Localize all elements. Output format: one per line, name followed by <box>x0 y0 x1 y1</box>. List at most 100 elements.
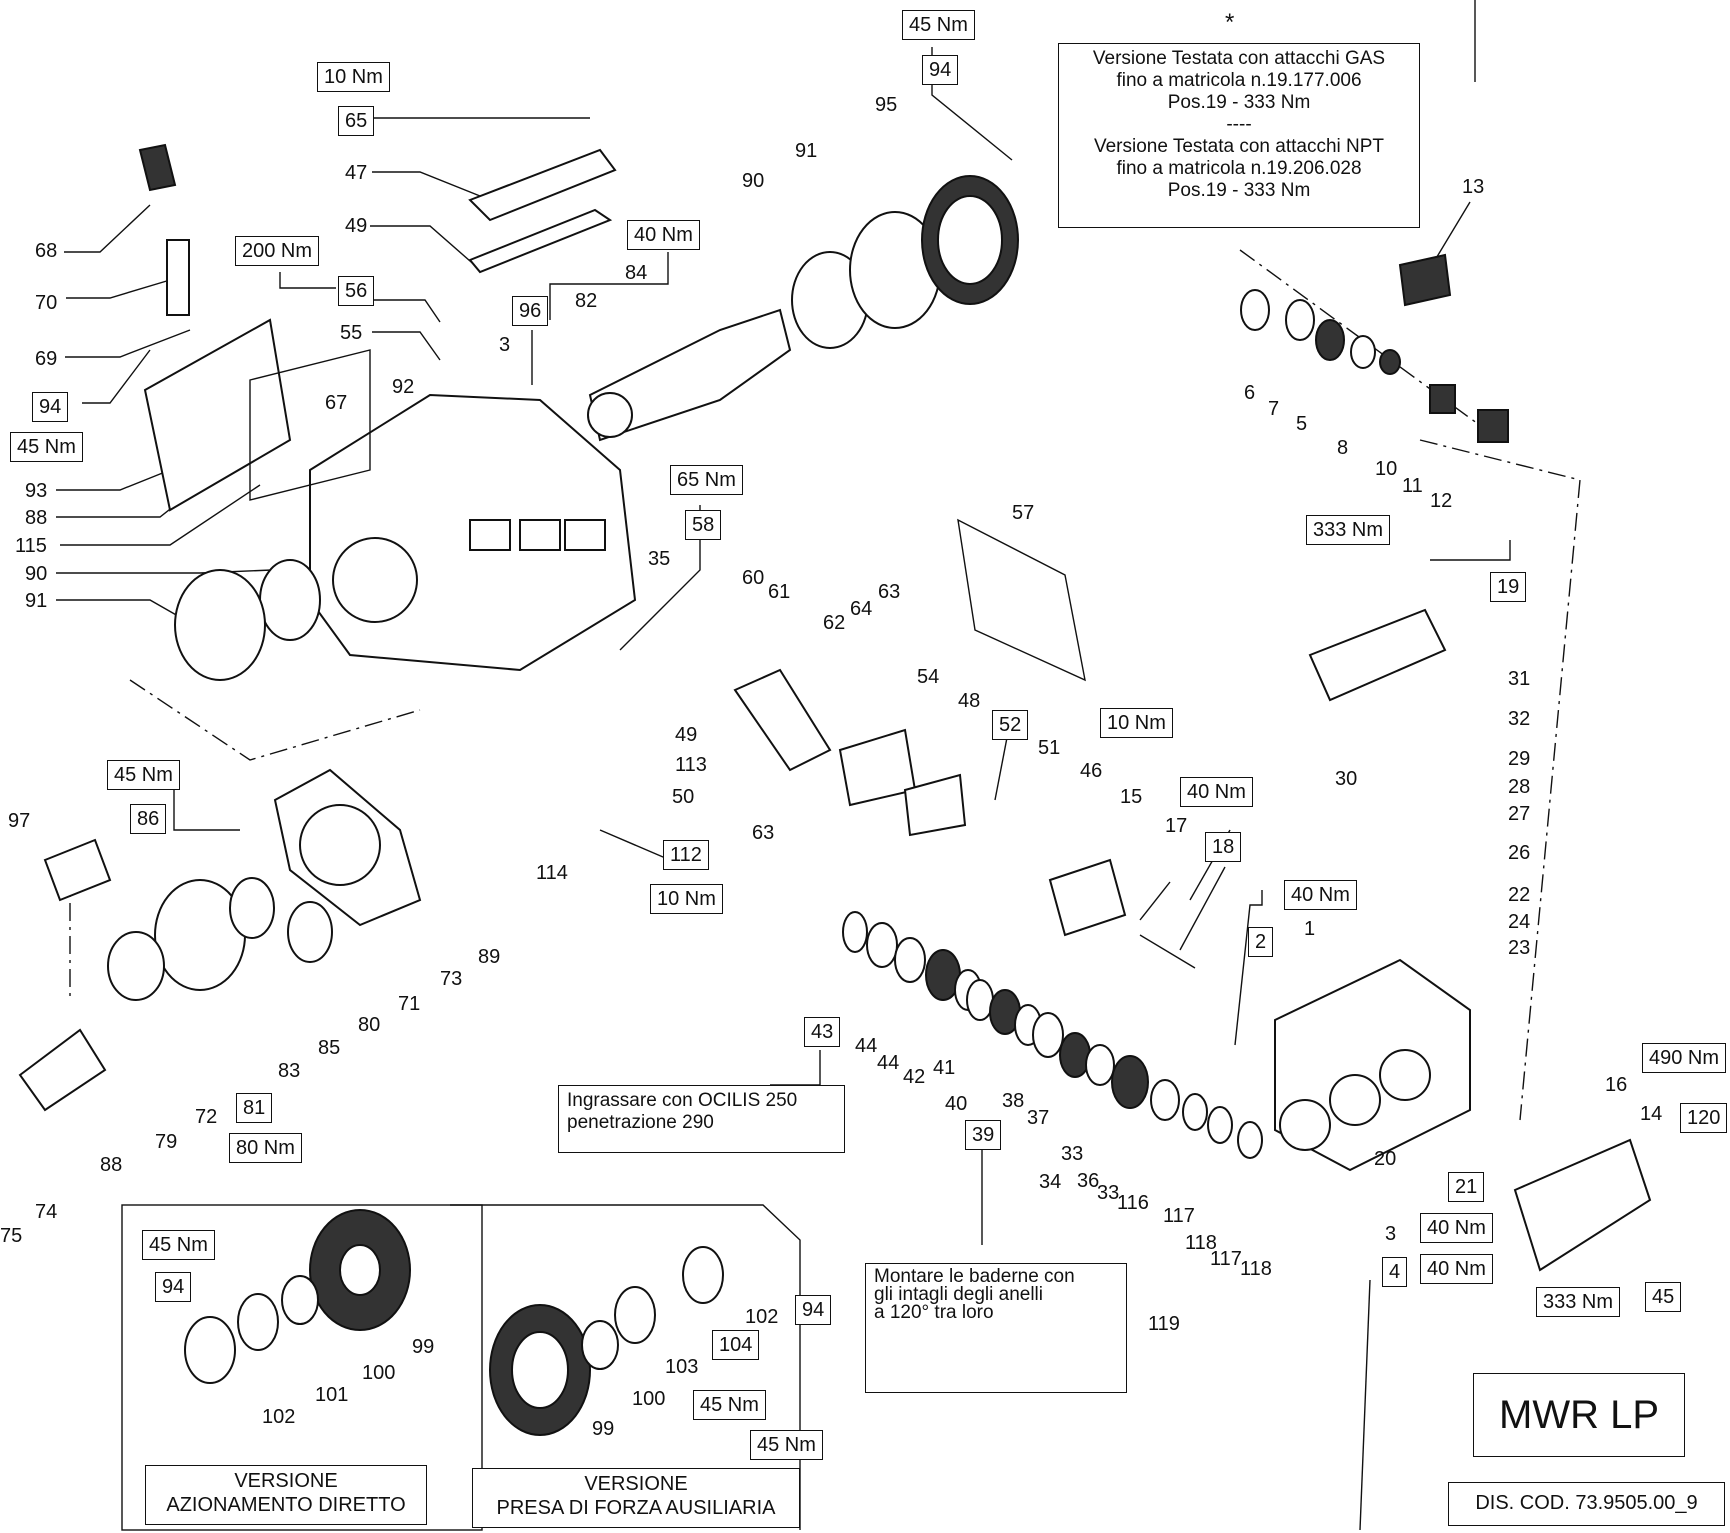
grease-note-line2: penetrazione 290 <box>567 1112 714 1133</box>
callout-label: 102 <box>745 1306 779 1328</box>
version-note-line4: Versione Testata con attacchi NPT <box>1093 136 1385 157</box>
callout-label: 26 <box>1508 842 1531 864</box>
torque-box: 10 Nm <box>317 62 390 92</box>
callout-label: 23 <box>1508 937 1531 959</box>
leader-lines <box>56 0 1511 1531</box>
torque-box: 490 Nm <box>1642 1043 1727 1073</box>
callout-label: 117 <box>1163 1205 1195 1227</box>
callout-label: 10 <box>1375 458 1398 480</box>
callout-label: 114 <box>536 862 568 884</box>
torque-box: 45 Nm <box>107 760 180 790</box>
callout-label: 95 <box>875 94 898 116</box>
ref-box: 4 <box>1382 1257 1408 1287</box>
callout-label: 84 <box>625 262 648 284</box>
callout-label: 62 <box>823 612 846 634</box>
ref-box: 94 <box>922 55 959 85</box>
torque-box: 45 Nm <box>693 1390 766 1420</box>
torque-box: 40 Nm <box>627 220 700 250</box>
torque-box: 45 Nm <box>750 1430 823 1460</box>
valve-cover <box>1308 608 1447 702</box>
ref-box: 86 <box>130 804 167 834</box>
ref-box: 94 <box>32 392 69 422</box>
callout-label: 115 <box>15 535 47 557</box>
model-title: MWR LP <box>1473 1373 1685 1457</box>
torque-box: 200 Nm <box>235 236 320 266</box>
ref-box: 112 <box>663 840 709 870</box>
callout-label: 88 <box>25 507 48 529</box>
callout-label: 16 <box>1605 1074 1628 1096</box>
callout-label: 82 <box>575 290 598 312</box>
torque-box: 45 Nm <box>142 1230 215 1260</box>
callout-label: 74 <box>35 1201 58 1223</box>
callout-label: 63 <box>878 581 901 603</box>
callout-label: 79 <box>155 1131 178 1153</box>
drawing-code: DIS. COD. 73.9505.00_9 <box>1448 1482 1725 1526</box>
callout-label: 90 <box>25 563 48 585</box>
version-note-sep: ---- <box>1226 114 1252 135</box>
version-note-line6: Pos.19 - 333 Nm <box>1167 180 1311 201</box>
callout-label: 99 <box>592 1418 615 1440</box>
callout-label: 29 <box>1508 748 1531 770</box>
callout-label: 91 <box>795 140 818 162</box>
callout-label: 44 <box>877 1052 900 1074</box>
callout-label: 97 <box>8 810 31 832</box>
callout-label: 27 <box>1508 803 1531 825</box>
ref-box: 39 <box>965 1120 1002 1150</box>
ref-box: 19 <box>1490 572 1527 602</box>
callout-label: 67 <box>325 392 348 414</box>
callout-label: 118 <box>1185 1232 1217 1254</box>
version-pto: VERSIONE PRESA DI FORZA AUSILIARIA <box>472 1468 800 1528</box>
callout-label: 28 <box>1508 776 1531 798</box>
callout-label: 47 <box>345 162 368 184</box>
torque-box: 65 Nm <box>670 465 743 495</box>
callout-label: 15 <box>1120 786 1143 808</box>
packing-note-line2: gli intagli degli anelli <box>874 1284 1043 1305</box>
callout-label: 40 <box>945 1093 968 1115</box>
torque-box: 10 Nm <box>1100 708 1173 738</box>
ref-box: 81 <box>236 1093 273 1123</box>
callout-label: 12 <box>1430 490 1453 512</box>
part-shapes <box>18 143 1652 1531</box>
version-direct-drive: VERSIONE AZIONAMENTO DIRETTO <box>145 1465 427 1525</box>
callout-label: 41 <box>933 1057 956 1079</box>
callout-label: 102 <box>262 1406 296 1428</box>
callout-label: 33 <box>1061 1143 1084 1165</box>
callout-label: 80 <box>358 1014 381 1036</box>
ref-box: 65 <box>338 106 375 136</box>
callout-label: 5 <box>1296 413 1308 435</box>
callout-label: 8 <box>1337 437 1349 459</box>
callout-label: 24 <box>1508 911 1531 933</box>
version-note-line5: fino a matricola n.19.206.028 <box>1116 158 1362 179</box>
version-note: Versione Testata con attacchi GAS fino a… <box>1058 43 1420 228</box>
callout-label: 36 <box>1077 1170 1100 1192</box>
callout-label: 17 <box>1165 815 1188 837</box>
ref-box: 21 <box>1448 1172 1485 1202</box>
callout-label: 49 <box>345 215 368 237</box>
version-note-line1: Versione Testata con attacchi GAS <box>1092 48 1386 69</box>
callout-label: 7 <box>1268 398 1280 420</box>
callout-label: 118 <box>1240 1258 1272 1280</box>
callout-label: 6 <box>1244 382 1256 404</box>
callout-label: 116 <box>1117 1192 1149 1214</box>
callout-label: 92 <box>392 376 415 398</box>
torque-box: 45 Nm <box>902 10 975 40</box>
torque-box: 45 Nm <box>10 432 83 462</box>
packing-note-line1: Montare le baderne con <box>874 1266 1075 1287</box>
torque-box: 40 Nm <box>1180 777 1253 807</box>
top-cover <box>468 148 617 222</box>
ref-box: 120 <box>1680 1103 1728 1133</box>
packing-note: Montare le baderne con gli intagli degli… <box>865 1263 1127 1393</box>
ref-box: 43 <box>804 1017 841 1047</box>
callout-label: 64 <box>850 598 873 620</box>
assembly-axes <box>69 249 1581 1121</box>
callout-label: 91 <box>25 590 48 612</box>
callout-label: 22 <box>1508 884 1531 906</box>
callout-label: 100 <box>362 1362 396 1384</box>
grease-note-line1: Ingrassare con OCILIS 250 <box>567 1090 798 1111</box>
callout-label: 113 <box>675 754 707 776</box>
callout-label: 99 <box>412 1336 435 1358</box>
ref-box: 96 <box>512 296 549 326</box>
ref-box: 104 <box>712 1330 760 1360</box>
callout-label: 83 <box>278 1060 301 1082</box>
torque-box: 333 Nm <box>1536 1287 1621 1317</box>
